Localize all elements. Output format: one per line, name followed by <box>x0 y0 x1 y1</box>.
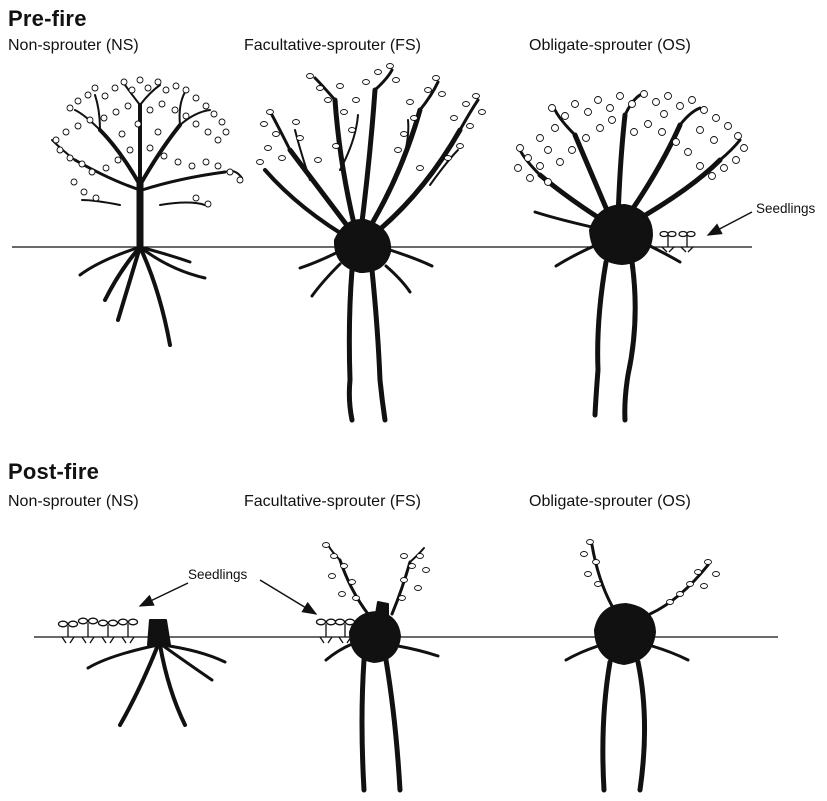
postfire-os-foliage <box>581 540 720 605</box>
prefire-seedlings-arrow <box>708 212 752 235</box>
postfire-fs-seedlings <box>317 619 355 643</box>
postfire-ns-seedlings <box>59 618 138 643</box>
postfire-fs-foliage <box>323 543 430 601</box>
prefire-seedlings <box>660 232 695 253</box>
prefire-os-plant <box>520 95 740 420</box>
prefire-os-foliage <box>515 91 748 186</box>
postfire-fs-plant <box>326 545 438 790</box>
postfire-os-plant <box>566 545 708 790</box>
postfire-ns-seedlings-arrow <box>140 583 188 606</box>
postfire-fs-seedlings-arrow <box>260 580 316 614</box>
